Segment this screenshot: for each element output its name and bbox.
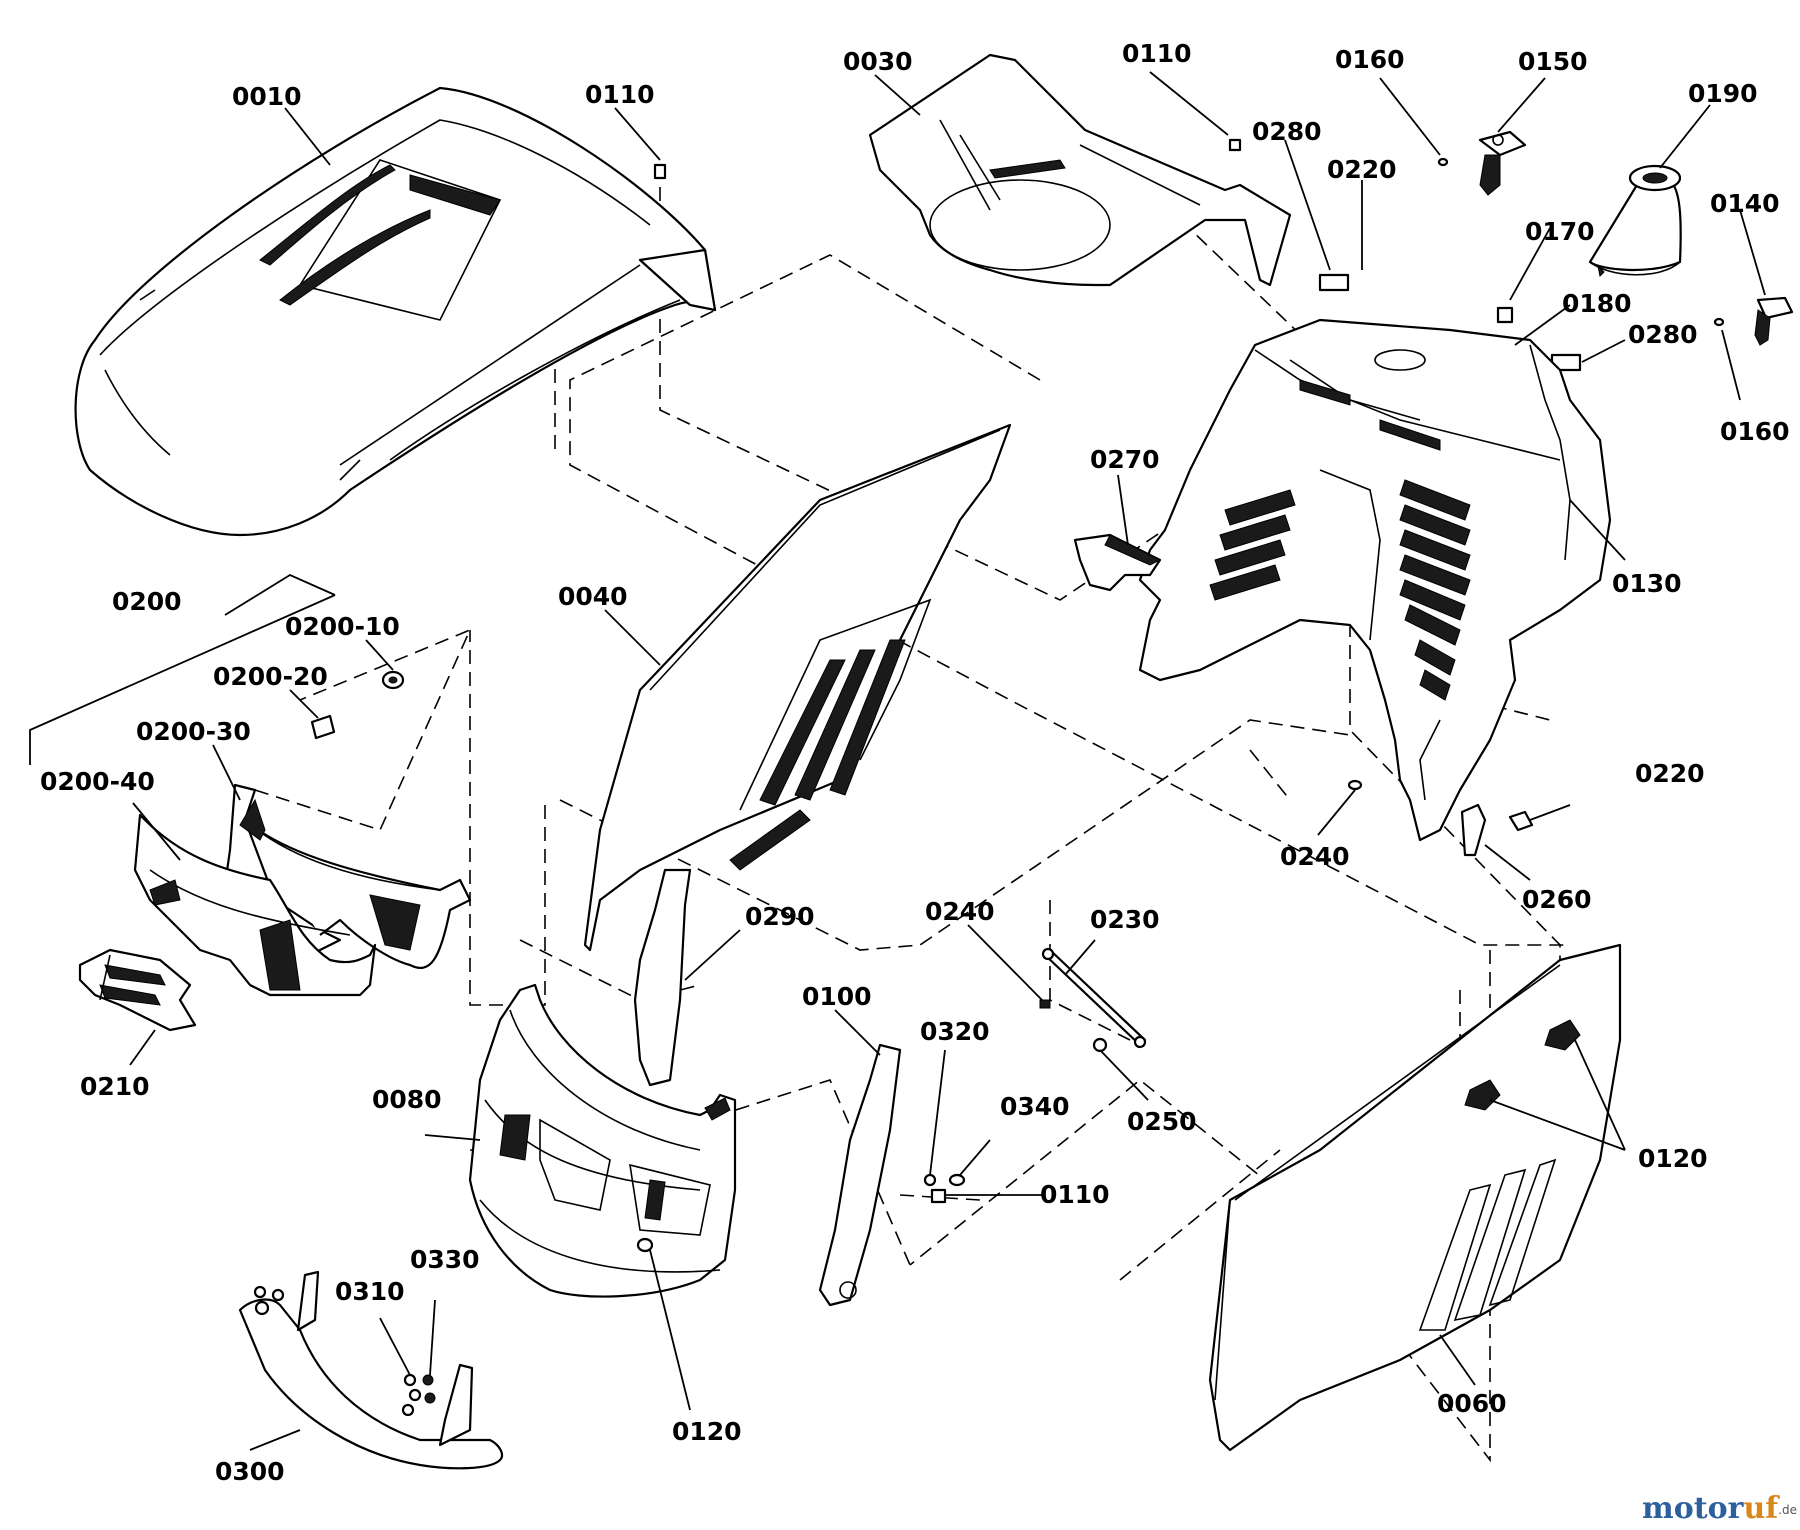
label-0280-top: 0280 [1252, 117, 1322, 146]
label-0200-40: 0200-40 [40, 767, 155, 796]
label-0130: 0130 [1612, 569, 1682, 598]
part-0310-bolt-c [401, 1403, 415, 1417]
label-0200-10: 0200-10 [285, 612, 400, 641]
bumper-hardware [401, 1173, 966, 1417]
part-0040-side-panel [583, 423, 1012, 952]
label-0240-right: 0240 [1280, 842, 1350, 871]
part-0280-pad-a [1318, 273, 1350, 292]
label-0120-right: 0120 [1638, 1144, 1708, 1173]
label-0140: 0140 [1710, 189, 1780, 218]
label-0280-right: 0280 [1628, 320, 1698, 349]
part-0200-headlight-assembly [133, 670, 472, 997]
part-0100-plate [818, 1043, 902, 1307]
label-0300: 0300 [215, 1457, 285, 1486]
part-0270-bracket [1073, 533, 1162, 592]
label-0310: 0310 [335, 1277, 405, 1306]
part-0200-40-headlight-housing [133, 813, 377, 997]
label-0270: 0270 [1090, 445, 1160, 474]
part-0160-clip-a [1437, 157, 1449, 167]
label-0040: 0040 [558, 582, 628, 611]
label-0190: 0190 [1688, 79, 1758, 108]
label-0340: 0340 [1000, 1092, 1070, 1121]
part-0120-grommet-b [1464, 1079, 1501, 1111]
label-0110-hood: 0110 [585, 80, 655, 109]
part-0330-nut-b [424, 1392, 436, 1404]
watermark-logo: motoruf.de [1642, 1491, 1797, 1526]
label-0030: 0030 [843, 47, 913, 76]
right-panel-vents [1418, 1158, 1557, 1331]
label-0210: 0210 [80, 1072, 150, 1101]
label-0220-top: 0220 [1327, 155, 1397, 184]
label-0170: 0170 [1525, 217, 1595, 246]
part-0110-screw-hood [653, 163, 667, 180]
part-0110-screw-top [1228, 138, 1242, 152]
part-0120-grommet-c [1544, 1019, 1581, 1051]
label-0160-right: 0160 [1720, 417, 1790, 446]
part-0310-bolt-a [403, 1373, 417, 1387]
label-0290: 0290 [745, 902, 815, 931]
side-panel-vents [759, 639, 906, 806]
label-0010: 0010 [232, 82, 302, 111]
leader-lines [29, 71, 1766, 1451]
label-0110-top: 0110 [1122, 39, 1192, 68]
part-0160-clip-b [1713, 317, 1725, 327]
part-0340-nut [948, 1173, 966, 1187]
label-0160-top: 0160 [1335, 45, 1405, 74]
label-0200-30: 0200-30 [136, 717, 251, 746]
label-0100: 0100 [802, 982, 872, 1011]
part-0170-screw [1496, 306, 1514, 324]
label-0110-mid: 0110 [1040, 1180, 1110, 1209]
label-0320: 0320 [920, 1017, 990, 1046]
label-0240-mid: 0240 [925, 897, 995, 926]
part-0150-fitting [1478, 130, 1527, 196]
label-0080: 0080 [372, 1085, 442, 1114]
part-0210-grille-insert [78, 948, 197, 1032]
part-0190-filter-cup [1588, 164, 1682, 278]
part-0080-front-nose [468, 983, 737, 1298]
label-0250: 0250 [1127, 1107, 1197, 1136]
part-0300-bumper [238, 1270, 504, 1470]
label-0200: 0200 [112, 587, 182, 616]
part-0240-washer-a [1347, 779, 1363, 791]
label-0150: 0150 [1518, 47, 1588, 76]
part-0320-washer [923, 1173, 937, 1187]
label-0200-20: 0200-20 [213, 662, 328, 691]
part-0140-fitting [1754, 296, 1794, 346]
part-0200-20-bulb [310, 714, 336, 740]
part-labels: 0010 0110 0030 0110 0160 0150 0190 0280 … [40, 39, 1790, 1486]
part-0030-top-panel [868, 53, 1292, 287]
part-0010-hood-cover [74, 86, 717, 537]
part-0330-nut-a [422, 1374, 434, 1386]
label-0120-bottom: 0120 [672, 1417, 742, 1446]
part-0230-rod [1039, 947, 1147, 1053]
part-0240-nut-b [1039, 999, 1051, 1009]
label-0230: 0230 [1090, 905, 1160, 934]
part-0060-side-panel [1208, 943, 1622, 1452]
dash-vents [1209, 479, 1471, 701]
part-0120-grommet-a [636, 1237, 654, 1253]
part-0290-plate [633, 868, 692, 1087]
part-0260-clip [1347, 779, 1534, 857]
label-0060: 0060 [1437, 1389, 1507, 1418]
label-0180: 0180 [1562, 289, 1632, 318]
label-0260: 0260 [1522, 885, 1592, 914]
part-0310-bolt-b [408, 1388, 422, 1402]
part-0130-dash-console [1138, 318, 1612, 842]
watermark: motoruf.de [1642, 1491, 1797, 1526]
part-0110-screw-c [930, 1188, 947, 1204]
label-0220-right: 0220 [1635, 759, 1705, 788]
part-0250-screw [1092, 1037, 1108, 1053]
label-0330: 0330 [410, 1245, 480, 1274]
